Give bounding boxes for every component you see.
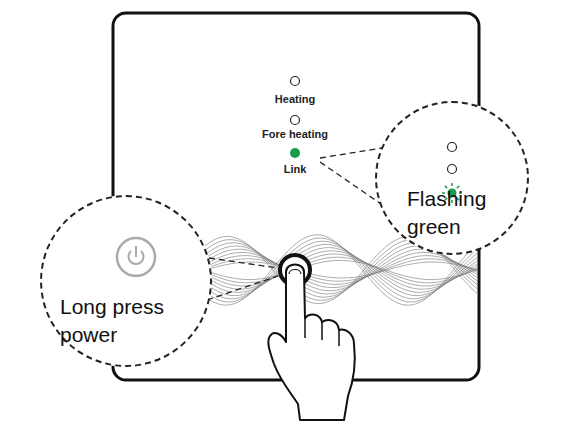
fingernail [289,270,301,275]
callout-circle: Long press power [40,195,212,367]
callout-text: Flashing green [407,185,512,241]
callout-text: Long press power [60,293,200,349]
finger-creases [305,318,339,346]
leader-line [209,258,278,268]
leader-line [320,148,382,158]
link-led [290,148,300,158]
leader-line [207,276,278,300]
pointing-hand [268,265,354,421]
callout-circle: Flashing green [375,101,529,255]
led-label: Fore heating [261,128,329,140]
fore-heating-led [291,116,300,125]
led-label: Heating [274,93,316,105]
led-label: Link [283,163,308,175]
heating-led [291,77,300,86]
